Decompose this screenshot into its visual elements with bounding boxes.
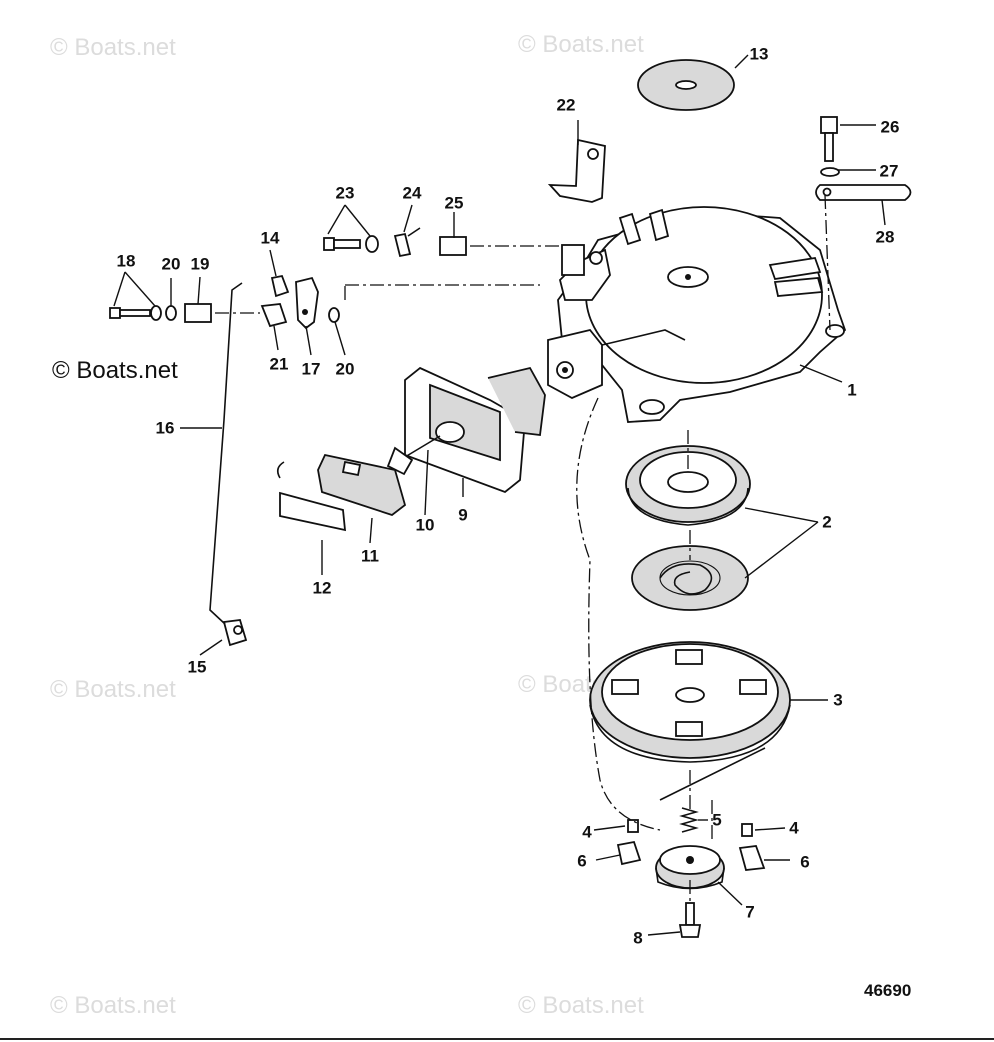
callout-14: 14: [261, 229, 280, 248]
callout-20-left: 20: [162, 255, 181, 274]
part-6-pawl-right: [738, 845, 766, 871]
callout-labels: 1 2 3 4 4 5 6 6 7 8 9 10 11 12 13 14 15 …: [117, 45, 900, 948]
callout-22: 22: [557, 96, 576, 115]
part-20-washer-left: [165, 305, 177, 321]
part-22-bracket: [547, 138, 606, 203]
watermark: © Boats.net: [50, 676, 176, 703]
callout-12: 12: [313, 579, 332, 598]
part-3-pulley: [589, 641, 791, 801]
part-19-bushing: [184, 303, 212, 323]
callout-23: 23: [336, 184, 355, 203]
part-12-anchor: [276, 461, 347, 532]
part-18-screw-and-washer: [109, 305, 162, 321]
part-10-rope: [386, 435, 441, 476]
callout-9: 9: [458, 506, 467, 525]
leader-lines: [113, 54, 886, 936]
part-27-washer: [820, 167, 840, 177]
callout-24: 24: [403, 184, 422, 203]
part-4-spring-right: [741, 823, 753, 837]
part-20-washer-right: [328, 307, 340, 323]
part-1-starter-housing: [547, 206, 847, 423]
bottom-border: [0, 1038, 994, 1040]
watermark-group: © Boats.net © Boats.net © Boats.net © Bo…: [50, 31, 644, 1019]
part-7-pawl-plate: [655, 845, 725, 890]
callout-6-right: 6: [800, 853, 809, 872]
callout-5: 5: [712, 811, 721, 830]
assembly-lines: [215, 194, 831, 905]
callout-15: 15: [188, 658, 207, 677]
callout-21: 21: [270, 355, 289, 374]
callout-7: 7: [745, 903, 754, 922]
callout-20-right: 20: [336, 360, 355, 379]
callout-13: 13: [750, 45, 769, 64]
part-24-spring-pin: [393, 227, 421, 258]
callout-17: 17: [302, 360, 321, 379]
part-5-spring: [679, 807, 699, 833]
part-8-screw: [678, 902, 702, 938]
part-21-clip: [260, 303, 288, 328]
callout-27: 27: [880, 162, 899, 181]
watermark: © Boats.net: [518, 31, 644, 58]
callout-8: 8: [633, 929, 642, 948]
part-16-link-rod: [209, 282, 243, 625]
part-23-screw-and-washer: [323, 235, 379, 253]
part-15-end-fitting: [222, 619, 248, 647]
callout-11: 11: [361, 547, 379, 566]
callout-1: 1: [847, 381, 856, 400]
callout-4-left: 4: [582, 823, 592, 842]
callout-28: 28: [876, 228, 895, 247]
watermark: © Boats.net: [50, 992, 176, 1019]
callout-2: 2: [822, 513, 831, 532]
callout-25: 25: [445, 194, 464, 213]
part-14-clip: [270, 274, 290, 298]
part-11-insert: [317, 453, 407, 517]
part-25-bushing: [439, 236, 467, 256]
part-28-link: [815, 184, 912, 201]
part-6-pawl-left: [616, 840, 642, 866]
part-13-washer: [637, 59, 735, 111]
callout-4-right: 4: [789, 819, 799, 838]
watermark-main: © Boats.net: [52, 357, 178, 384]
callout-19: 19: [191, 255, 210, 274]
part-17-lever: [295, 276, 319, 330]
part-2-rewind-spring: [631, 545, 749, 611]
callout-16: 16: [156, 419, 175, 438]
watermark: © Boats.net: [50, 34, 176, 61]
part-26-screw: [820, 116, 838, 162]
callout-18: 18: [117, 252, 136, 271]
callout-10: 10: [416, 516, 435, 535]
part-4-spring-left: [627, 819, 639, 833]
callout-6-left: 6: [577, 852, 586, 871]
callout-3: 3: [833, 691, 842, 710]
diagram-number: 46690: [864, 981, 911, 1000]
part-9-handle: [404, 366, 546, 494]
callout-26: 26: [881, 118, 900, 137]
watermark: © Boats.net: [518, 992, 644, 1019]
part-2-spring-housing: [625, 445, 751, 526]
